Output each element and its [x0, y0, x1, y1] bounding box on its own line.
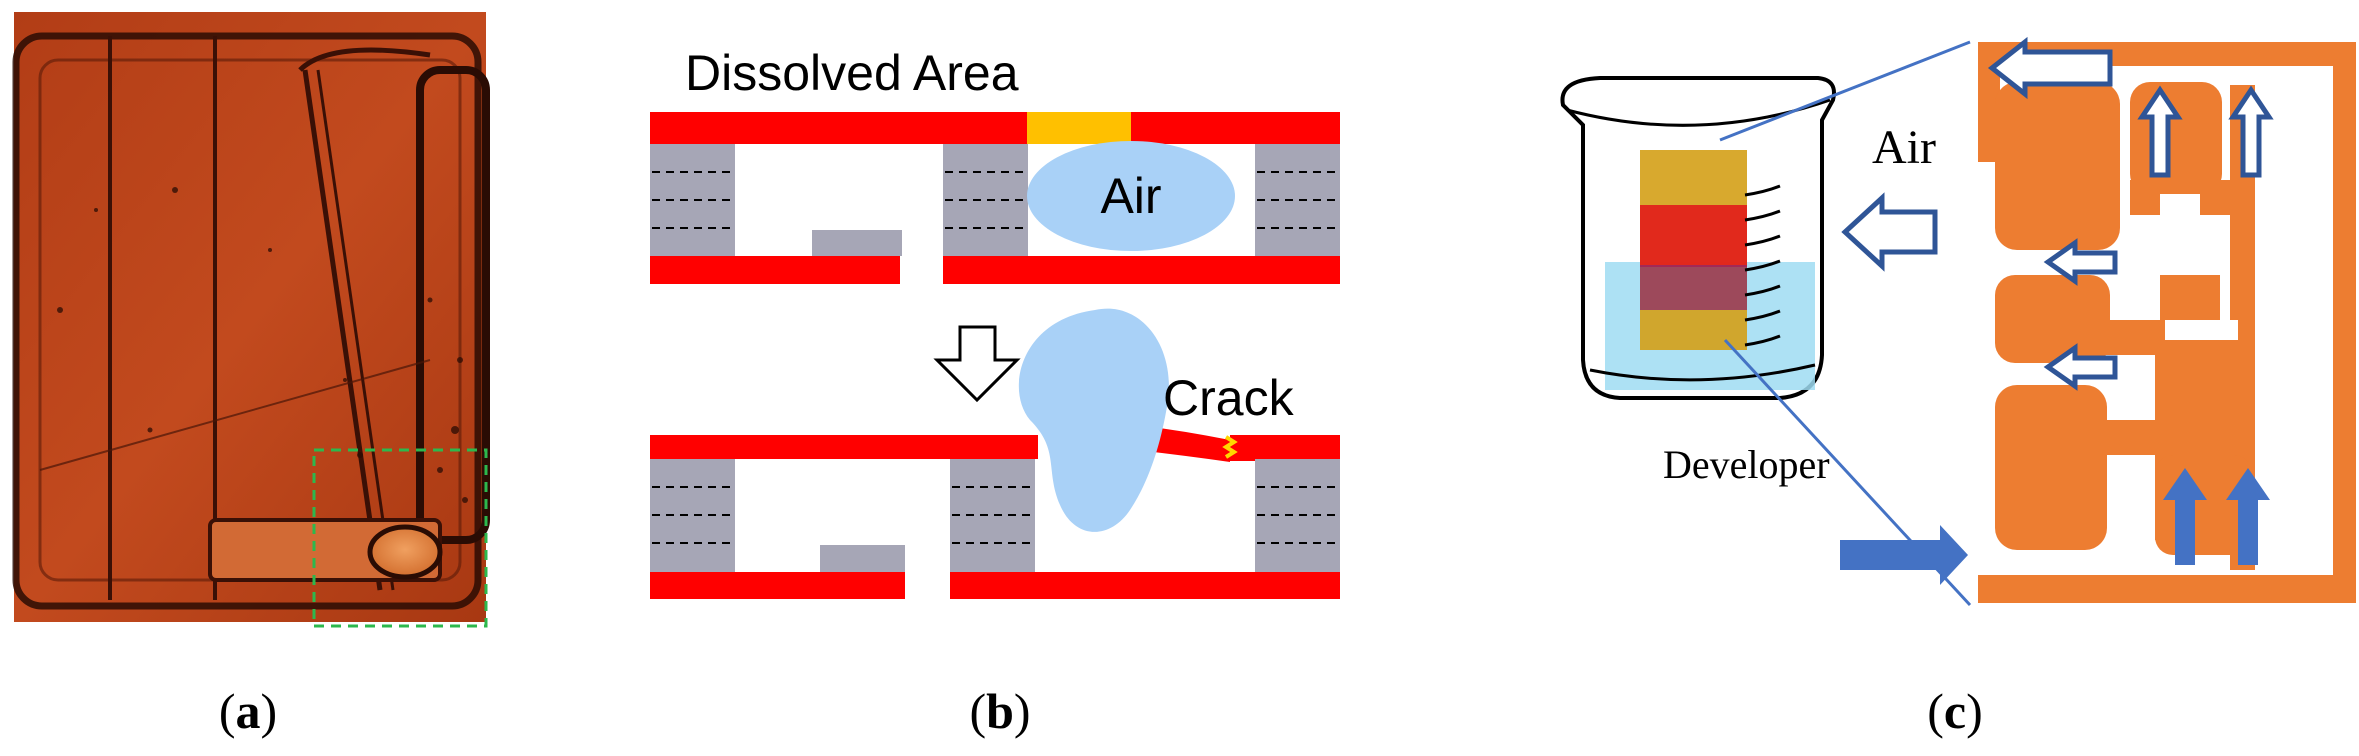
chamber-pad	[2130, 82, 2222, 194]
air-label-c: Air	[1872, 121, 1936, 174]
small-grey-electrode	[820, 545, 905, 572]
top-curve	[298, 47, 431, 72]
chamber-pad	[2155, 455, 2252, 555]
sample-chip-dark-band	[1640, 265, 1747, 310]
chamber-pad	[1995, 385, 2107, 550]
connector-strip	[2105, 320, 2165, 355]
bottom-layer-left	[650, 572, 905, 599]
caption-c: (c)	[1927, 683, 1983, 739]
left-arrow-icon	[1841, 192, 1938, 272]
up-arrow-icon	[2137, 85, 2183, 178]
top-cross-section: Air	[650, 112, 1340, 284]
trapped-bubble	[367, 524, 443, 580]
developer-flow-arrows	[1840, 468, 2270, 585]
airflow-arrows	[1841, 36, 2274, 391]
top-cover-layer-right	[1230, 435, 1340, 461]
channel-outline-outer	[12, 32, 482, 610]
crack-zigzag	[1222, 435, 1238, 459]
up-arrow-icon	[2228, 85, 2274, 178]
crack-label: Crack	[1163, 370, 1295, 426]
escaping-air-bubble	[1018, 308, 1169, 532]
bottom-layer-right	[950, 572, 1340, 599]
caption-b: (b)	[969, 683, 1030, 739]
right-chamber	[416, 66, 490, 544]
down-arrow-icon	[933, 325, 1021, 403]
caption-a: (a)	[219, 683, 277, 739]
connector-block	[2160, 320, 2238, 340]
support-pillar	[650, 144, 735, 256]
chamber-pad	[1995, 82, 2120, 250]
beaker-bottom-curve	[1589, 363, 1816, 382]
solid-right-arrow-icon	[1840, 525, 1968, 585]
bottom-layer-right	[943, 256, 1340, 284]
channel-frame-left	[1978, 575, 2000, 603]
sample-chip-red-zone	[1640, 205, 1747, 267]
support-pillar	[1255, 459, 1340, 572]
connector-strip	[2105, 420, 2165, 455]
zoom-region-box	[312, 448, 488, 628]
solid-up-arrow-icon	[2163, 468, 2207, 565]
left-arrow-icon	[2043, 238, 2118, 286]
dissolved-area-region	[1027, 112, 1131, 144]
thin-crack-line	[39, 359, 431, 471]
developer-label: Developer	[1663, 442, 1830, 487]
panel-a	[12, 12, 490, 628]
bottom-cross-section: Crack	[650, 308, 1340, 599]
support-pillar	[943, 144, 1028, 256]
top-cover-layer-left	[650, 435, 1038, 459]
dissolved-area-label: Dissolved Area	[685, 45, 1019, 101]
beaker-icon	[1560, 76, 1836, 400]
air-label-b: Air	[1100, 168, 1161, 224]
panel-b: Dissolved Area Air	[650, 45, 1340, 599]
connector-strip	[2200, 180, 2230, 215]
small-grey-electrode	[812, 230, 902, 256]
diagonal-channel	[302, 69, 383, 591]
top-cover-layer	[650, 112, 1340, 144]
debris-specks	[57, 187, 468, 503]
solid-up-arrow-icon	[2226, 468, 2270, 565]
left-arrow-icon	[2043, 343, 2118, 391]
captions: (a) (b) (c)	[219, 683, 1983, 739]
support-pillar	[950, 459, 1035, 572]
air-bubble	[1027, 141, 1235, 251]
panel-c: Air Developer	[1560, 36, 2356, 607]
connector-strip	[2130, 180, 2160, 215]
left-arrow-icon	[1987, 36, 2113, 100]
support-pillar	[1255, 144, 1340, 256]
chamber-pad	[1995, 275, 2110, 363]
support-pillar	[650, 459, 735, 572]
diagonal-channel	[316, 69, 395, 591]
zoom-line	[1719, 40, 1971, 142]
bottom-layer-left	[650, 256, 900, 284]
